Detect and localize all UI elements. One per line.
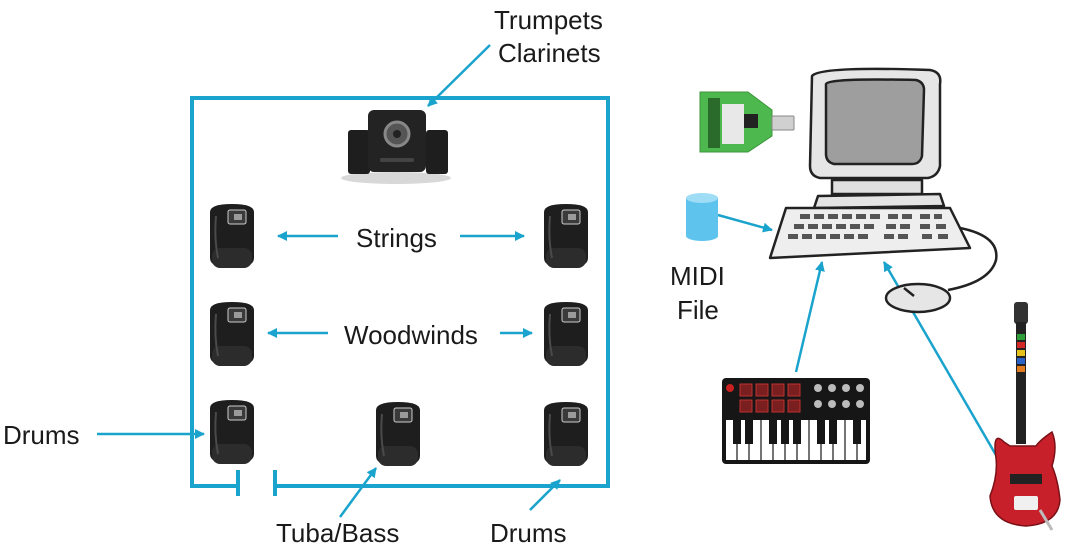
midi-controller-icon bbox=[722, 378, 870, 464]
guitar-controller-icon bbox=[989, 302, 1061, 531]
file-label: File bbox=[677, 295, 719, 325]
computer-icon bbox=[808, 67, 946, 210]
midi-label: MIDI bbox=[670, 261, 725, 291]
tuba-arrow bbox=[338, 467, 378, 518]
speaker-icon bbox=[543, 401, 589, 467]
speaker-icon bbox=[543, 301, 589, 367]
drums-bottom-label: Drums bbox=[490, 518, 567, 548]
speaker-icon bbox=[209, 301, 255, 367]
woodwinds-label: Woodwinds bbox=[344, 320, 478, 350]
keyboard-icon bbox=[768, 206, 972, 260]
speaker-icon bbox=[209, 399, 255, 465]
midi-file-icon bbox=[686, 193, 718, 241]
tuba-bass-label: Tuba/Bass bbox=[276, 518, 400, 548]
speaker-icon bbox=[375, 401, 421, 467]
mouse-icon bbox=[884, 226, 998, 314]
clarinets-label: Clarinets bbox=[498, 38, 601, 68]
strings-label: Strings bbox=[356, 223, 437, 253]
trumpets-label: Trumpets bbox=[494, 5, 603, 35]
subwoofer-speaker-icon bbox=[341, 110, 451, 184]
drums-bottom-arrow bbox=[529, 479, 561, 511]
midi-file-arrow bbox=[717, 213, 773, 233]
speaker-icon bbox=[209, 203, 255, 269]
drums-left-label: Drums bbox=[3, 420, 80, 450]
trumpets-arrow bbox=[427, 44, 491, 107]
controller-arrow bbox=[794, 261, 825, 373]
speaker-icon bbox=[543, 203, 589, 269]
usb-midi-adapter-icon bbox=[699, 91, 795, 153]
